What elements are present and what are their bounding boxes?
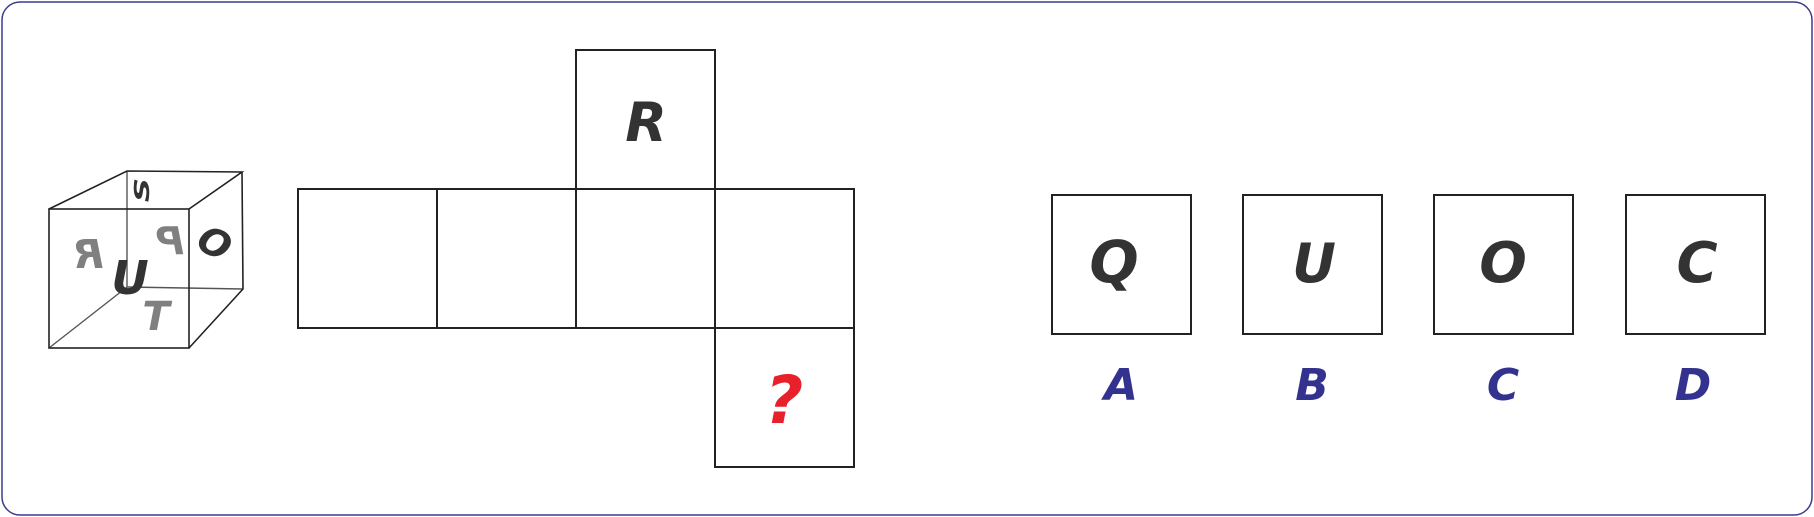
- net-cell-top: [575, 49, 716, 190]
- option-a-label: A: [1101, 360, 1138, 411]
- option-a-box[interactable]: [1051, 194, 1192, 335]
- cube-bottom-letter: T: [142, 294, 172, 340]
- cube-back-left-letter: R: [73, 232, 104, 278]
- option-b-box[interactable]: [1242, 194, 1383, 335]
- option-c-box[interactable]: [1433, 194, 1574, 335]
- option-d[interactable]: C D: [1625, 194, 1766, 411]
- net-cell-question: [714, 327, 855, 468]
- option-b-label: B: [1295, 360, 1329, 411]
- cube-figure: R P T S O U: [48, 170, 245, 349]
- option-c[interactable]: O C: [1433, 194, 1574, 411]
- option-b[interactable]: U B: [1242, 194, 1383, 411]
- cube-top-letter: S: [130, 178, 154, 202]
- cube-front-letter: U: [111, 251, 148, 305]
- option-a-glyph: Q: [1089, 228, 1138, 296]
- net-cell-1: [297, 188, 438, 329]
- option-c-glyph: O: [1479, 231, 1527, 296]
- option-d-box[interactable]: [1625, 194, 1766, 335]
- net-cell-2: [436, 188, 577, 329]
- cube-back-right-letter: P: [156, 219, 184, 263]
- option-d-glyph: C: [1676, 231, 1717, 296]
- option-c-label: C: [1487, 360, 1519, 411]
- option-a[interactable]: Q A: [1051, 194, 1192, 411]
- option-b-glyph: U: [1292, 232, 1336, 295]
- net-cell-3: [575, 188, 716, 329]
- cube-net: R ?: [297, 49, 855, 468]
- question-mark: ?: [765, 362, 803, 439]
- net-cell-4: [714, 188, 855, 329]
- net-top-letter: R: [625, 91, 667, 154]
- option-d-label: D: [1675, 360, 1712, 411]
